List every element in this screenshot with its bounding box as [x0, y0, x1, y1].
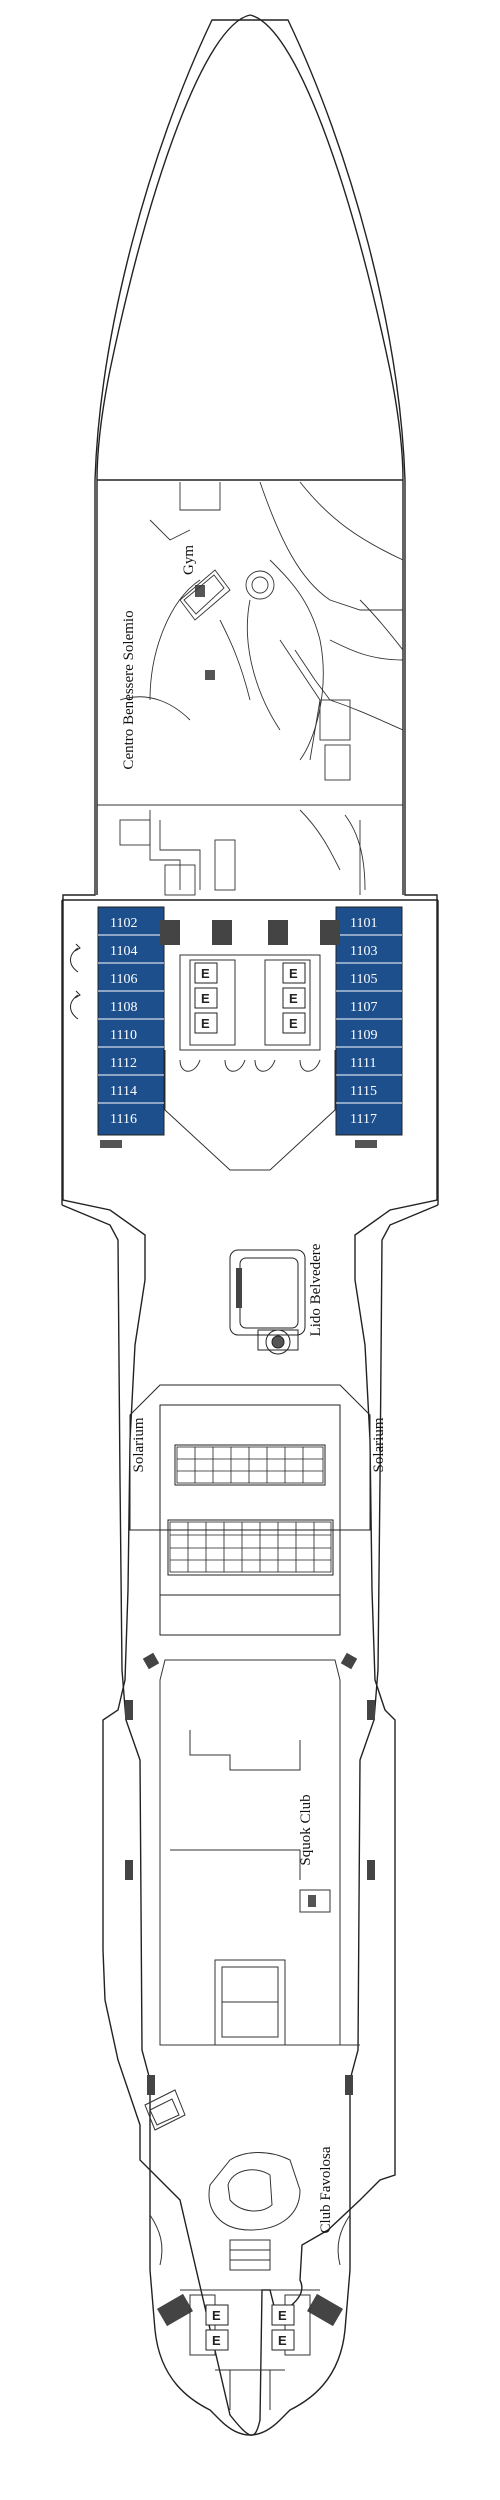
- label-solarium-right: Solarium: [371, 1417, 387, 1472]
- elevator-icon: E: [278, 2308, 287, 2323]
- squok-club-area: [159, 1659, 360, 2046]
- label-club-favolosa: Club Favolosa: [318, 2146, 334, 2233]
- cabin-1102: 1102: [110, 916, 137, 931]
- cabin-1101: 1101: [350, 916, 377, 931]
- stair-markers: [125, 1652, 375, 2095]
- cabin-1112: 1112: [110, 1056, 137, 1071]
- hull: [61, 14, 439, 2436]
- elevator-icon: E: [212, 2333, 221, 2348]
- cabin-1108: 1108: [110, 1000, 137, 1015]
- elevator-icon: E: [201, 991, 210, 1006]
- label-gym: Gym: [181, 545, 197, 575]
- central-core: [100, 920, 377, 1171]
- cabin-1105: 1105: [350, 972, 377, 987]
- elevator-icon: E: [201, 1016, 210, 1031]
- label-squok-club: Squok Club: [298, 1794, 314, 1865]
- elevator-icon: E: [289, 966, 298, 981]
- cabin-1103: 1103: [350, 944, 377, 959]
- sunbed-grid: [169, 1446, 332, 1573]
- door-arrows: [70, 943, 81, 1020]
- cabin-1115: 1115: [350, 1084, 377, 1099]
- elevator-bank-upper: E E E E E E: [194, 962, 306, 1034]
- elevator-icon: E: [201, 966, 210, 981]
- cabin-1109: 1109: [350, 1028, 377, 1043]
- spa-area: [97, 481, 404, 896]
- elevator-bank-lower: E E E E: [205, 2304, 295, 2351]
- cabin-1107: 1107: [350, 1000, 377, 1015]
- cabin-1111: 1111: [350, 1056, 376, 1071]
- elevator-icon: E: [289, 991, 298, 1006]
- cabin-1117: 1117: [350, 1112, 377, 1127]
- label-spa: Centro Benessere Solemio: [121, 610, 137, 769]
- cabin-block-left: 1102 1104 1106 1108 1110 1112 1114 1116: [97, 906, 165, 1136]
- pool-area: [129, 1384, 371, 1636]
- label-solarium-left: Solarium: [131, 1417, 147, 1472]
- label-lido-belvedere: Lido Belvedere: [308, 1243, 324, 1336]
- cabin-1106: 1106: [110, 972, 137, 987]
- elevator-icon: E: [278, 2333, 287, 2348]
- club-favolosa-area: [144, 2089, 351, 2410]
- cabin-block-right: 1101 1103 1105 1107 1109 1111 1115 1117: [335, 906, 403, 1136]
- cabin-1114: 1114: [110, 1084, 137, 1099]
- hull-outline: [62, 19, 438, 2436]
- cabin-1104: 1104: [110, 944, 137, 959]
- lido-bar: [229, 1249, 306, 1355]
- cabin-1110: 1110: [110, 1028, 137, 1043]
- elevator-icon: E: [212, 2308, 221, 2323]
- cabin-1116: 1116: [110, 1112, 137, 1127]
- elevator-icon: E: [289, 1016, 298, 1031]
